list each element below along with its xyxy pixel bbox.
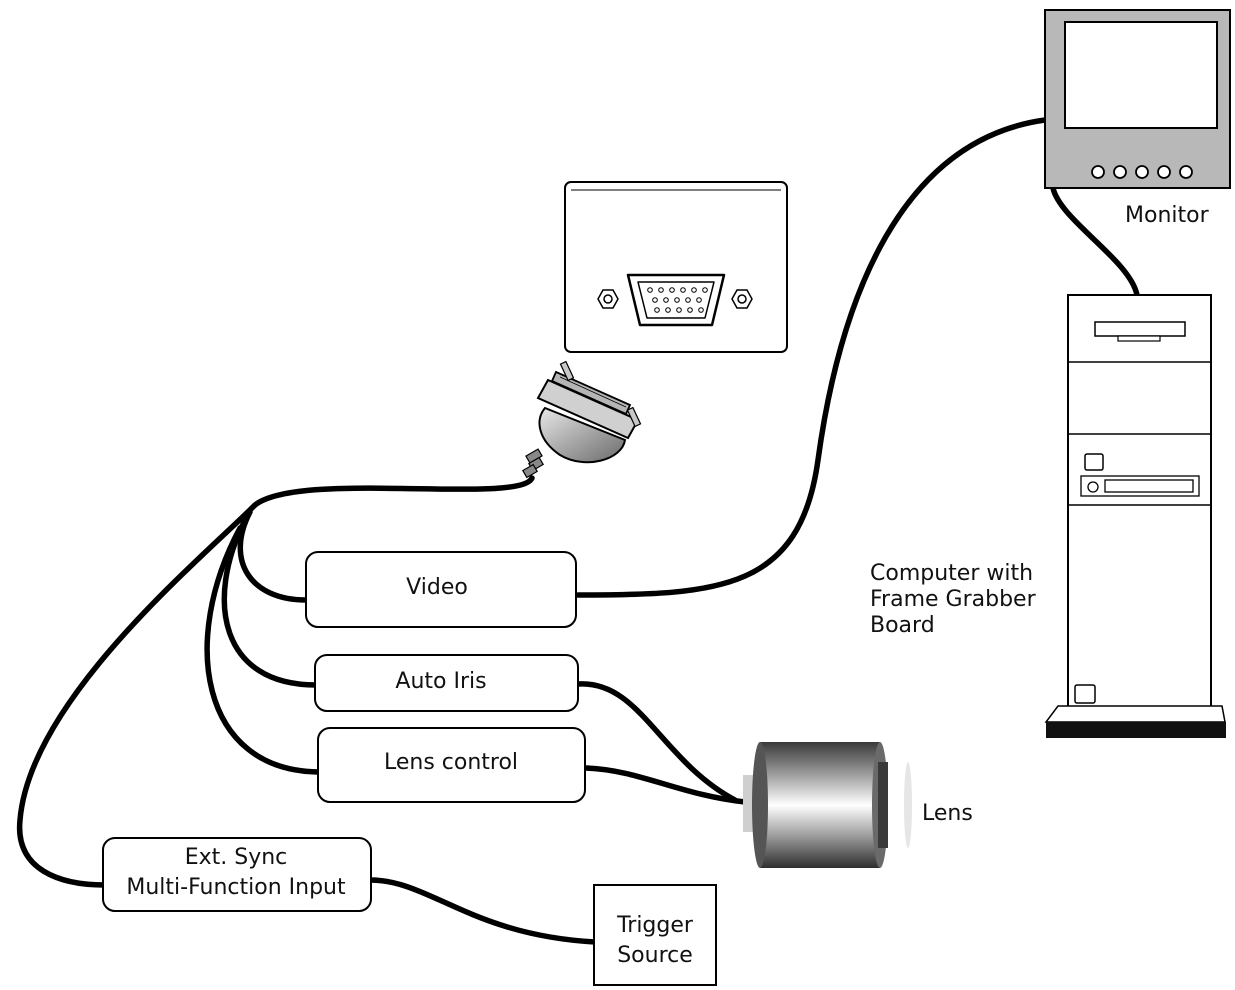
video-box: Video [305,551,577,628]
lens-label: Lens [922,801,973,826]
lens-control-branch-cable [204,525,321,775]
trigger-source-box: Trigger Source [593,884,717,986]
reset-button-icon [1074,684,1096,704]
computer-label-line2: Frame Grabber [870,587,1037,612]
video-label: Video [406,575,468,600]
ext-sync-box: Ext. Sync Multi-Function Input [102,837,372,912]
auto-iris-box: Auto Iris [314,654,579,712]
power-button-icon [1084,453,1104,471]
video-branch-cable [237,509,309,603]
monitor-label: Monitor [1125,203,1210,228]
ext-sync-to-trigger-cable [367,877,598,945]
auto-iris-to-lens-cable [575,681,738,803]
lens-control-label: Lens control [384,750,518,775]
ext-sync-label-line1: Ext. Sync [185,845,288,870]
dsub-connector-icon [626,273,726,327]
monitor-buttons [1091,165,1193,179]
cables [17,117,1140,945]
computer-label-line3: Board [870,613,935,638]
ext-sync-label-line2: Multi-Function Input [126,875,346,900]
auto-iris-branch-cable [221,517,319,688]
lens-control-to-lens-cable [583,765,748,805]
monitor [1044,9,1231,189]
monitor-to-computer-cable [1050,185,1140,298]
trigger-source-label-line1: Trigger [616,913,694,938]
lens-control-box: Lens control [317,727,586,803]
video-to-monitor-cable [575,117,1048,598]
camera-back-panel [564,181,788,353]
auto-iris-label: Auto Iris [395,669,486,694]
computer-tower [1044,294,1226,738]
trigger-source-label-line2: Source [617,943,693,968]
main-cable [17,475,535,888]
lens-icon [743,742,912,868]
screw-icon [731,289,753,309]
screw-icon [597,289,619,309]
computer-label-line1: Computer with [870,561,1033,586]
dsub-plug-icon [521,360,642,479]
floppy-drive-slot [1094,321,1186,337]
